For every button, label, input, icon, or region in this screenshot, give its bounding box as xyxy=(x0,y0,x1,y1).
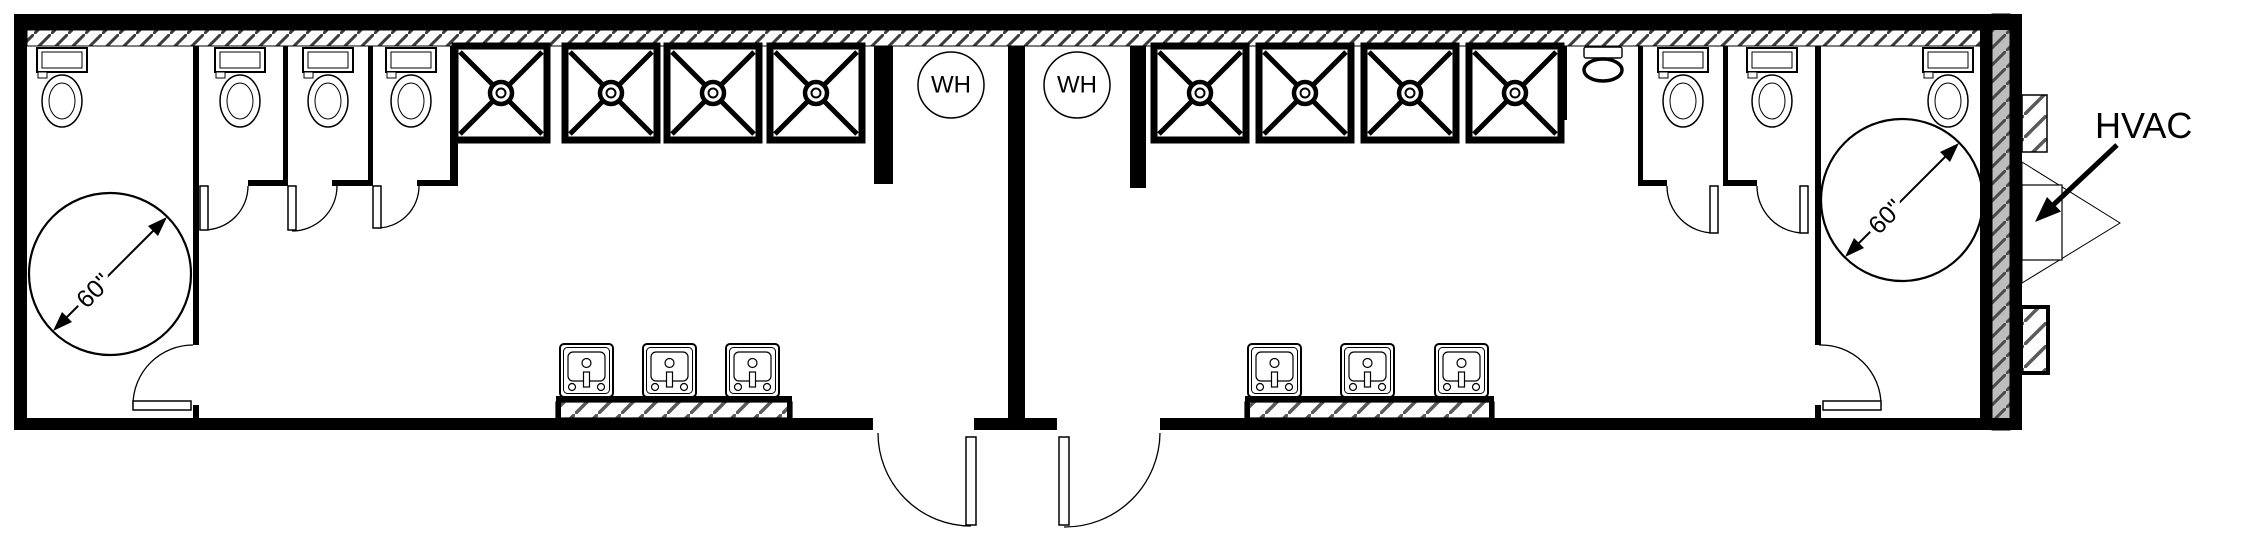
stall-partition xyxy=(283,46,288,186)
toilet-icon xyxy=(214,47,266,128)
entry-door-swing-icon xyxy=(877,432,977,527)
shower-stall-icon xyxy=(766,42,866,144)
shower-bank-return xyxy=(452,140,456,186)
door-swing-icon xyxy=(1756,185,1809,234)
arrowhead xyxy=(148,217,167,236)
shower-stall-icon xyxy=(561,42,661,144)
door-swing-icon xyxy=(1818,344,1882,411)
shower-stall-icon xyxy=(1360,42,1460,144)
hvac-label: HVAC xyxy=(2095,105,2192,146)
bottom-wall-right xyxy=(1160,418,2022,430)
shower-stall-icon xyxy=(451,42,551,144)
sink-icon xyxy=(1434,343,1489,398)
arrowhead xyxy=(53,312,72,331)
central-wall xyxy=(1008,46,1025,418)
water-heater-label-right: WH xyxy=(1057,72,1097,99)
ada-partition-left-stub xyxy=(193,405,199,418)
door-swing-icon xyxy=(1666,185,1719,234)
toilet-icon xyxy=(1746,47,1798,128)
arrowhead xyxy=(1940,143,1959,162)
ada-partition-left xyxy=(193,46,199,345)
shower-stall-icon xyxy=(663,42,763,144)
ada-partition-right xyxy=(1815,46,1821,345)
wh-closet-wall-right xyxy=(1130,46,1146,188)
shower-stall-icon xyxy=(1465,42,1565,144)
left-wall xyxy=(14,14,27,430)
stall-partition xyxy=(368,46,373,186)
bottom-wall-left xyxy=(14,418,873,430)
hvac-arrow-icon xyxy=(2048,143,2119,210)
sinks xyxy=(559,343,1489,398)
wh-closet-wall-left xyxy=(874,46,893,184)
bottom-wall-center-stub xyxy=(974,418,1057,430)
stall-front-stub xyxy=(1723,180,1757,186)
toilet-icon xyxy=(1922,47,1974,128)
sink-icon xyxy=(1340,343,1395,398)
stall-partition xyxy=(1638,46,1643,186)
entry-door-swing-icon xyxy=(1058,432,1161,528)
turning-circle-icon: 60" xyxy=(1819,117,1985,283)
toilet-icon xyxy=(1657,47,1709,128)
stall-front-stub xyxy=(332,180,373,186)
toilet-icon xyxy=(385,47,437,128)
right-wall-inner-border xyxy=(1980,30,1992,430)
sink-counter-left xyxy=(555,396,793,419)
top-wall xyxy=(14,14,2010,30)
shower-stalls xyxy=(451,42,1565,144)
hvac-callout: HVAC xyxy=(2035,105,2192,222)
sink-icon xyxy=(642,343,697,398)
shower-stall-icon xyxy=(1150,42,1250,144)
top-wall-hatch xyxy=(26,29,1984,47)
door-swing-icon xyxy=(132,344,194,411)
urinal-icon xyxy=(1582,46,1624,83)
toilet-icon xyxy=(36,47,88,128)
stall-front-stub xyxy=(248,180,288,186)
right-wall-hatch xyxy=(1991,13,2011,431)
stall-front-stub xyxy=(417,180,458,186)
stall-front-stub xyxy=(1638,180,1667,186)
sink-icon xyxy=(725,343,780,398)
water-heater-label-left: WH xyxy=(931,72,971,99)
partitions xyxy=(193,46,1821,418)
ada-partition-right-stub xyxy=(1815,405,1821,418)
toilet-icon xyxy=(302,47,354,128)
sink-icon xyxy=(559,343,614,398)
water-heater-icon: WH xyxy=(1043,51,1111,119)
turning-circle-icon: 60" xyxy=(27,191,193,357)
stall-partition xyxy=(1723,46,1728,186)
building-shell xyxy=(14,13,2022,431)
water-heater-icon: WH xyxy=(917,51,985,119)
toilets xyxy=(36,47,1974,128)
hvac-unit-icon xyxy=(2019,94,2121,375)
sink-counter-right xyxy=(1244,396,1495,419)
door-swing-icon xyxy=(199,185,249,231)
stall-doors xyxy=(132,185,1882,528)
arrowhead xyxy=(1845,238,1864,257)
hvac-arrowhead xyxy=(2035,197,2061,222)
door-swing-icon xyxy=(372,185,420,229)
shower-stall-icon xyxy=(1255,42,1355,144)
sink-icon xyxy=(1247,343,1302,398)
door-swing-icon xyxy=(287,185,338,232)
